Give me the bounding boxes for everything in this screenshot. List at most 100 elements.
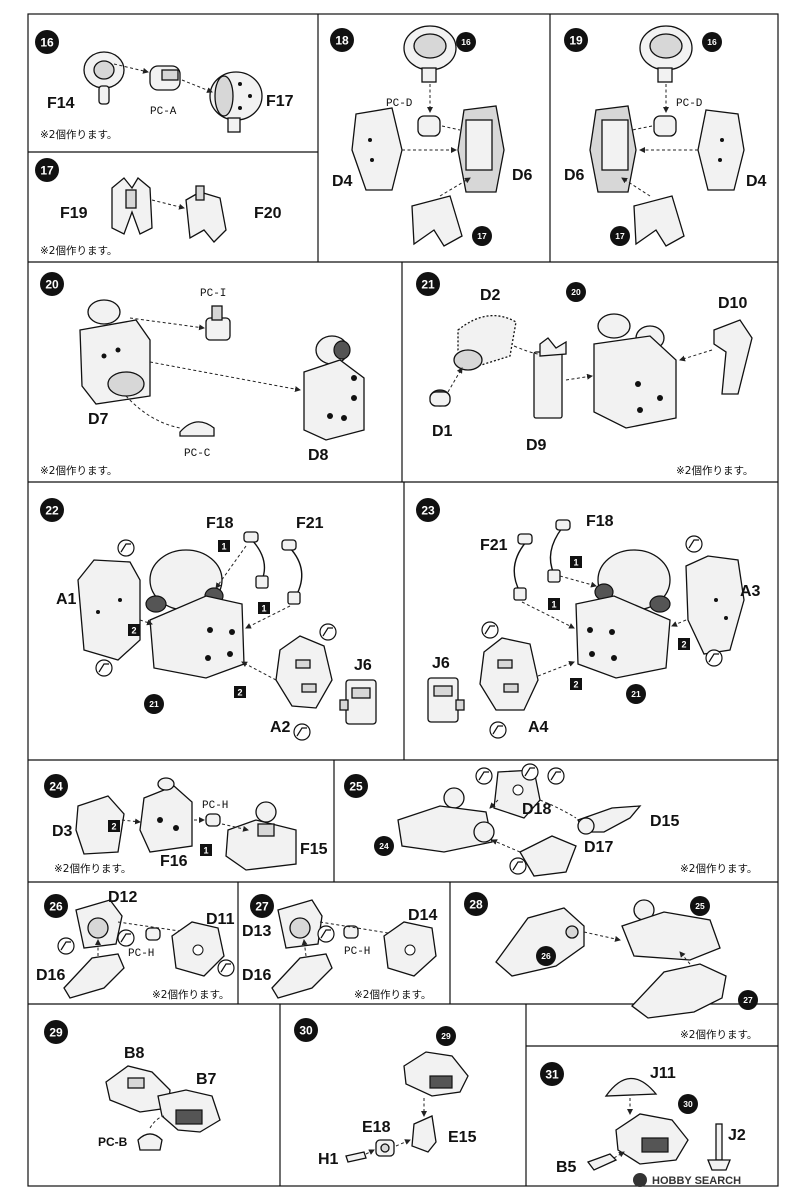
- part-a4-shape: [479, 637, 539, 711]
- note-make-two: ※2個作ります。: [54, 862, 131, 875]
- cut-mark-icons: [95, 539, 337, 741]
- step-number-badge: 27: [250, 894, 274, 918]
- ref-step-24: 24: [379, 841, 389, 851]
- pc-label: PC-A: [150, 106, 177, 118]
- part-d3-shape: [75, 795, 125, 855]
- ref-step-16: 16: [707, 37, 717, 47]
- part-d6-shape: [589, 105, 637, 193]
- order-marker-1: 1: [218, 540, 230, 552]
- part-f14-shape: [83, 51, 125, 105]
- pc-label-c: PC-C: [184, 448, 211, 460]
- step-number-badge: 25: [344, 774, 368, 798]
- part-label-d2: D2: [480, 287, 501, 304]
- cut-mark-icons: [481, 535, 723, 739]
- step-number: 28: [469, 898, 483, 912]
- order-marker-2b: 2: [234, 686, 246, 698]
- part-d14-shape: [383, 921, 437, 977]
- part-pc-d-shape: [417, 115, 441, 137]
- step-29: 29 B8 B7 PC-B: [44, 1020, 221, 1151]
- step-23: 23 21 1 1: [416, 498, 761, 739]
- step-number: 27: [255, 900, 269, 914]
- note-make-two: ※2個作ります。: [40, 464, 117, 477]
- part-d17-shape: [519, 835, 577, 877]
- part-a3-shape: [685, 555, 745, 655]
- part-label-d4: D4: [332, 173, 353, 190]
- ref-step-16: 16: [461, 37, 471, 47]
- step-number-badge: 20: [40, 272, 64, 296]
- step-21: 21 20 D2 D10 D1 D9: [416, 272, 753, 477]
- order-number: 1: [221, 542, 226, 552]
- part-pc-i-shape: [205, 305, 231, 341]
- step-22: 22 21 1: [40, 498, 377, 741]
- part-label-f20: F20: [254, 205, 282, 222]
- part-f16-shape: [139, 777, 193, 853]
- step-27: 27 PC-H D14 D13 D16 ※2個作ります。: [242, 894, 437, 1001]
- part-pc-h-shape: [343, 925, 359, 939]
- note-make-two: ※2個作ります。: [680, 862, 757, 875]
- part-label-d12: D12: [108, 889, 137, 906]
- part-label-f21: F21: [480, 537, 508, 554]
- part-label-d16: D16: [242, 967, 271, 984]
- part-pc-a-shape: [149, 65, 181, 91]
- step-number: 21: [421, 278, 435, 292]
- part-a1-shape: [77, 559, 141, 661]
- pc-label: PC-H: [344, 946, 370, 958]
- part-label-b8: B8: [124, 1045, 145, 1062]
- cut-mark-icons: [317, 925, 335, 943]
- order-marker-1: 1: [570, 556, 582, 568]
- subassembly-21-shape: 21: [575, 549, 671, 704]
- part-d2-shape: [453, 315, 517, 371]
- order-number: 1: [203, 846, 208, 856]
- step-number: 17: [40, 164, 54, 178]
- part-b7-shape: [157, 1089, 221, 1133]
- order-number: 1: [261, 604, 266, 614]
- part-d1-shape: [429, 389, 451, 407]
- order-marker-2: 2: [108, 820, 120, 832]
- ref-step-21: 21: [631, 689, 641, 699]
- part-d12-shape: [75, 899, 123, 949]
- note-make-two: ※2個作ります。: [354, 988, 431, 1001]
- part-j6-shape: [339, 679, 377, 725]
- part-d8-shape: [303, 335, 365, 441]
- step-number: 31: [545, 1068, 559, 1082]
- subassembly-16-shape: 16: [639, 25, 722, 83]
- part-label-d1: D1: [432, 423, 453, 440]
- note-make-two: ※2個作ります。: [680, 1028, 757, 1041]
- part-f18-shape: [547, 519, 571, 583]
- pc-label: PC-B: [98, 1135, 128, 1149]
- pc-label: PC-D: [386, 98, 413, 110]
- ref-step-17: 17: [477, 231, 487, 241]
- note-make-two: ※2個作ります。: [676, 464, 753, 477]
- order-number: 2: [573, 680, 578, 690]
- step-number-badge: 26: [44, 894, 68, 918]
- step-number: 19: [569, 34, 583, 48]
- step-number-badge: 18: [330, 28, 354, 52]
- subassembly-21-shape: 21: [144, 549, 245, 714]
- part-d11-shape: [171, 921, 225, 977]
- part-d13-shape: [277, 899, 323, 949]
- step-number: 18: [335, 34, 349, 48]
- part-label-j2: J2: [728, 1127, 746, 1144]
- step-number-badge: 17: [35, 158, 59, 182]
- part-label-h1: H1: [318, 1151, 339, 1168]
- subassembly-17-shape: 17: [411, 195, 492, 247]
- subassembly-26-shape: 26: [495, 907, 585, 977]
- step-24: 24 2 PC-H 1 D3 F16 F15: [44, 774, 328, 875]
- part-pc-b-shape: [137, 1133, 163, 1151]
- subassembly-24-shape: 24: [374, 787, 495, 856]
- part-label-d15: D15: [650, 813, 679, 830]
- note-make-two: ※2個作ります。: [40, 128, 117, 141]
- step-31: 31 30 J11 J2 B5: [540, 1062, 746, 1176]
- part-label-a3: A3: [740, 583, 761, 600]
- note-make-two: ※2個作ります。: [40, 244, 117, 257]
- step-number-badge: 30: [294, 1018, 318, 1042]
- order-marker-1b: 1: [258, 602, 270, 614]
- part-e15-shape: [411, 1115, 437, 1153]
- ref-step-25: 25: [695, 901, 705, 911]
- step-16: 16 F14 PC-A F17 ※2個作ります。: [35, 30, 294, 141]
- part-d6-shape: [457, 105, 505, 193]
- cut-mark-icons: [57, 929, 235, 977]
- part-label-d3: D3: [52, 823, 73, 840]
- order-number: 1: [573, 558, 578, 568]
- part-label-d4: D4: [746, 173, 767, 190]
